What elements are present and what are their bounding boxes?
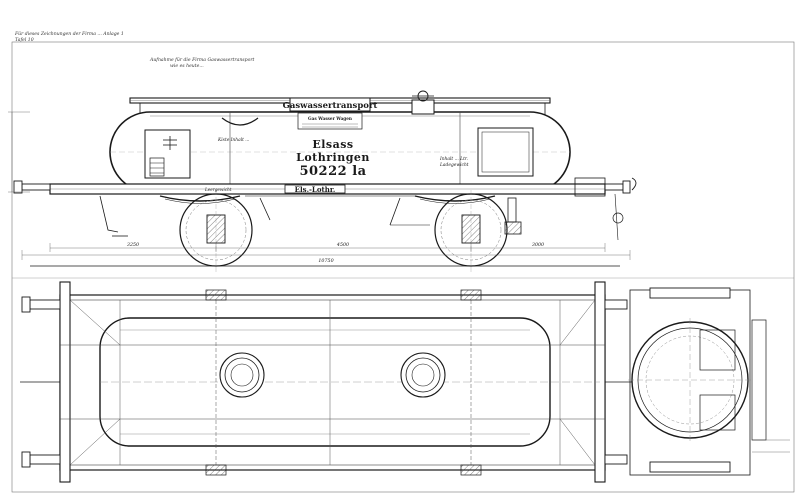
dome bbox=[411, 99, 435, 115]
dim-wheelbase: 4500 bbox=[336, 242, 349, 248]
sheet-border bbox=[11, 41, 795, 493]
right-note-2: Ladegewicht bbox=[439, 163, 469, 168]
car-number: 50222 la bbox=[299, 164, 366, 179]
frame-plate: Els.-Lothr. bbox=[295, 185, 336, 194]
banner-box bbox=[289, 97, 371, 112]
right-panel bbox=[477, 127, 534, 177]
side-note-1: Kiste Inhalt ... bbox=[217, 138, 249, 143]
right-buffer bbox=[604, 183, 624, 191]
top-note: Aufnahme für die Firma Gaswassertranspor… bbox=[150, 58, 255, 63]
region-line-2: Lothringen bbox=[296, 151, 370, 164]
header-note: Für dieses Zeichnungen der Firma ... Anl… bbox=[15, 32, 124, 37]
manhole-left bbox=[219, 352, 265, 398]
dim-overall-length: 10750 bbox=[318, 258, 333, 264]
plan-view bbox=[20, 281, 640, 483]
sub-header-note: Tafel 10 bbox=[15, 38, 34, 43]
left-buffer bbox=[21, 183, 51, 191]
banner-sub: Gas Wasser Wagen bbox=[308, 116, 352, 121]
handle-loop bbox=[221, 117, 259, 126]
right-note-1: Inhalt ... Ltr. bbox=[439, 157, 468, 162]
dim-left-overhang: 3250 bbox=[127, 242, 139, 248]
banner-sub-box bbox=[297, 112, 363, 130]
manhole-right bbox=[400, 352, 446, 398]
frame-plate-box bbox=[284, 184, 346, 194]
right-spring bbox=[414, 195, 496, 202]
side-elevation: Gaswassertransport Gas Wasser Wagen Elsa… bbox=[8, 90, 637, 272]
left-panel bbox=[144, 129, 191, 179]
top-note-2: wie es heute... bbox=[170, 64, 204, 69]
dim-right-overhang: 3000 bbox=[532, 242, 544, 248]
side-note-2: Leergewicht bbox=[204, 187, 232, 192]
left-headstock bbox=[59, 281, 71, 483]
left-spring bbox=[159, 195, 241, 202]
tank-banner: Gaswassertransport bbox=[283, 101, 378, 111]
end-view bbox=[628, 287, 790, 476]
region-line-1: Elsass bbox=[312, 138, 353, 151]
